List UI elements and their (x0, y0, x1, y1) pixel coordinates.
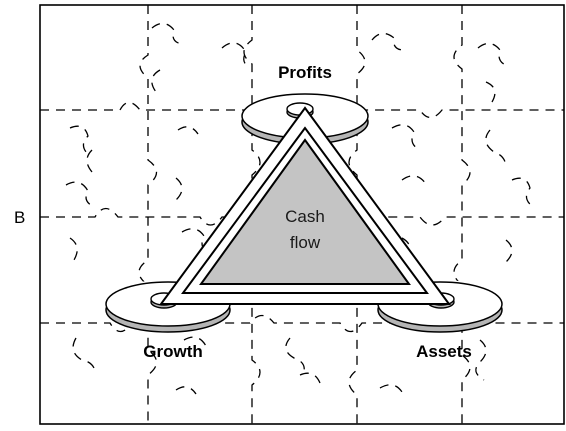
growth-label: Growth (143, 342, 203, 361)
assets-label: Assets (416, 342, 472, 361)
cash-flow-triangle (159, 106, 451, 305)
cash-flow-triangle-center (199, 138, 411, 285)
cash-flow-label-line2: flow (290, 233, 321, 252)
diagram-frame (39, 4, 565, 425)
profits-label: Profits (278, 63, 332, 82)
side-marker-label: B (14, 208, 25, 227)
cash-flow-label-line1: Cash (285, 207, 325, 226)
